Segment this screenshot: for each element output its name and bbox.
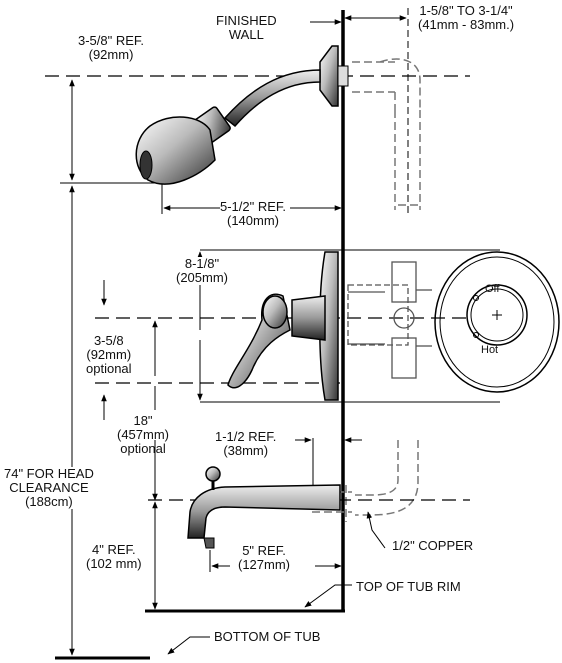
front-escutcheon [434, 251, 560, 393]
copper-label: 1/2" COPPER [392, 538, 474, 553]
shower-flange [319, 45, 339, 107]
arm-ref-label: 3-5/8" REF.(92mm) [78, 33, 145, 62]
spout-length-label: 5" REF.(127mm) [238, 543, 291, 572]
valve-escutcheon [319, 251, 339, 401]
valve-body [347, 261, 432, 379]
front-dial [466, 284, 528, 346]
wall-offset-label: 1-5/8" TO 3-1/4"(41mm - 83mm.) [418, 3, 515, 32]
diverter-knob [205, 466, 221, 482]
spout-optional-label: 18"(457mm)optional [117, 413, 170, 456]
dial-hot-label: Hot [481, 344, 499, 356]
shower-arm [223, 69, 321, 128]
escutcheon-height-label: 8-1/8"(205mm) [176, 256, 229, 285]
supply-pipe-top [352, 58, 421, 210]
tub-rim-label: TOP OF TUB RIM [356, 579, 461, 594]
head-reach-label: 5-1/2" REF.(140mm) [220, 199, 287, 228]
dial-off-label: Off [485, 283, 500, 295]
spout-height-label: 4" REF.(102 mm) [86, 542, 142, 571]
spout-reach-label: 1-1/2 REF.(38mm) [215, 429, 277, 458]
lever-handle [291, 295, 326, 341]
copper-leader [366, 511, 386, 549]
tub-bottom-label: BOTTOM OF TUB [214, 629, 321, 644]
valve-optional-label: 3-5/8(92mm)optional [86, 333, 132, 376]
showerhead [135, 116, 216, 185]
